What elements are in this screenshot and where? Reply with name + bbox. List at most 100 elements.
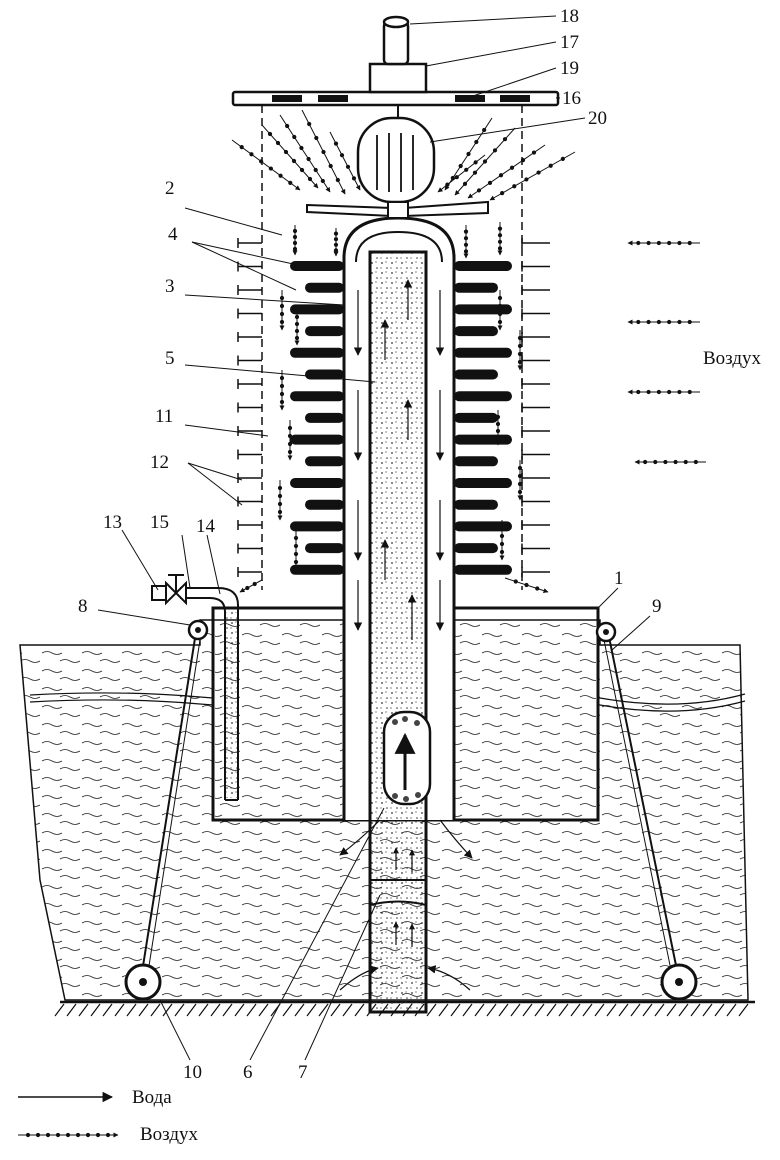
air-flow-arrow [279,114,331,193]
air-flow-arrow [293,530,299,571]
air-flow-arrow [517,460,523,501]
air-flow-arrow [279,370,285,411]
air-flow-arrow [18,1132,119,1138]
central-column [339,216,473,1014]
callout-3: 3 [165,276,175,297]
air-flow-arrow [277,480,283,521]
cooling-fin [305,543,344,554]
cooling-fin [305,499,344,510]
cooling-fin [454,304,512,315]
callout-9: 9 [652,596,662,617]
cooling-fin [305,326,344,337]
cooling-fin [454,369,498,380]
casing [237,105,550,590]
cooling-fin [290,564,344,575]
air-flow-arrow [504,577,549,593]
air-flow-arrow [454,127,516,196]
air-flow-arrow [489,151,576,201]
air-flow-arrow [333,228,339,257]
leader-lines [97,15,651,1061]
callout-15: 15 [150,512,169,533]
air-flow-arrow [329,131,361,191]
air-flow-arrow [463,225,469,259]
cooling-fin [454,478,512,488]
callout-2: 2 [165,178,175,199]
cooling-fin [454,326,498,337]
callout-6: 6 [243,1062,253,1083]
cooling-fin [290,434,344,445]
cooling-fin [305,412,344,423]
callout-16: 16 [562,88,581,109]
air-flow-arrow [231,139,301,191]
inlet-pipe [180,587,239,801]
tap [151,585,167,601]
callout-20: 20 [588,108,607,129]
pulley-left [187,619,209,641]
air-flow-arrow [499,520,505,561]
callout-18: 18 [560,6,579,27]
fins-right [454,261,512,575]
cooling-fin [454,434,512,445]
cooling-fin [454,564,512,575]
air-flow-arrow [292,225,298,256]
fins-left [290,261,344,575]
cooling-fin [305,456,344,467]
anchor-right [660,963,698,1001]
air-flow-arrow [627,389,700,395]
cooling-fin [454,543,498,554]
air-flow-arrow [301,109,346,195]
air-flow-arrow [261,124,319,189]
air-flow-arrow [437,154,486,193]
callout-10: 10 [183,1062,202,1083]
callout-5: 5 [165,348,175,369]
cooling-fin [454,456,498,467]
air-flow-arrow [287,420,293,461]
cooling-fin [454,282,498,293]
air-flow-arrow [495,410,501,446]
cooling-fin [290,521,344,532]
callout-17: 17 [560,32,579,53]
cooling-fin [290,347,344,358]
fan-blades [306,200,489,219]
air-flow-arrow [517,330,523,371]
cooling-fin [454,391,512,402]
cooling-fin [454,412,498,423]
air-flow-arrow [627,240,700,246]
air-flow-arrows [231,109,706,593]
callout-12: 12 [150,452,169,473]
air-flow-arrow [294,310,300,346]
legend-water-label: Вода [132,1087,172,1108]
air-flow-arrow [634,459,706,465]
air-flow-arrow [467,144,546,199]
cooling-fin [454,261,512,271]
air-flow-arrow [239,579,263,593]
cooling-fin [454,521,512,532]
cooling-fin [454,347,512,358]
callout-14: 14 [196,516,216,537]
air-flow-arrow [627,319,700,325]
cooling-fin [290,391,344,402]
legend: Вода Воздух [18,1087,199,1145]
cables [139,631,681,986]
callout-7: 7 [298,1062,308,1083]
pulley-right [595,621,617,643]
air-flow-arrow [497,222,503,256]
callout-8: 8 [78,596,88,617]
callout-13: 13 [103,512,122,533]
top-motor [382,15,410,66]
cooling-fin [305,369,344,380]
cooling-fin [305,282,344,293]
callout-4: 4 [168,224,178,245]
air-label: Воздух [703,348,762,369]
fan-motor [356,105,436,204]
callout-19: 19 [560,58,579,79]
legend-air-label: Воздух [140,1124,199,1145]
air-flow-arrow [279,290,285,331]
cooling-fin [290,304,344,315]
anchor-left [124,963,162,1001]
cooling-fin [454,499,498,510]
air-flow-arrow [497,290,503,331]
callout-11: 11 [155,406,173,427]
cooling-fin [290,261,344,271]
